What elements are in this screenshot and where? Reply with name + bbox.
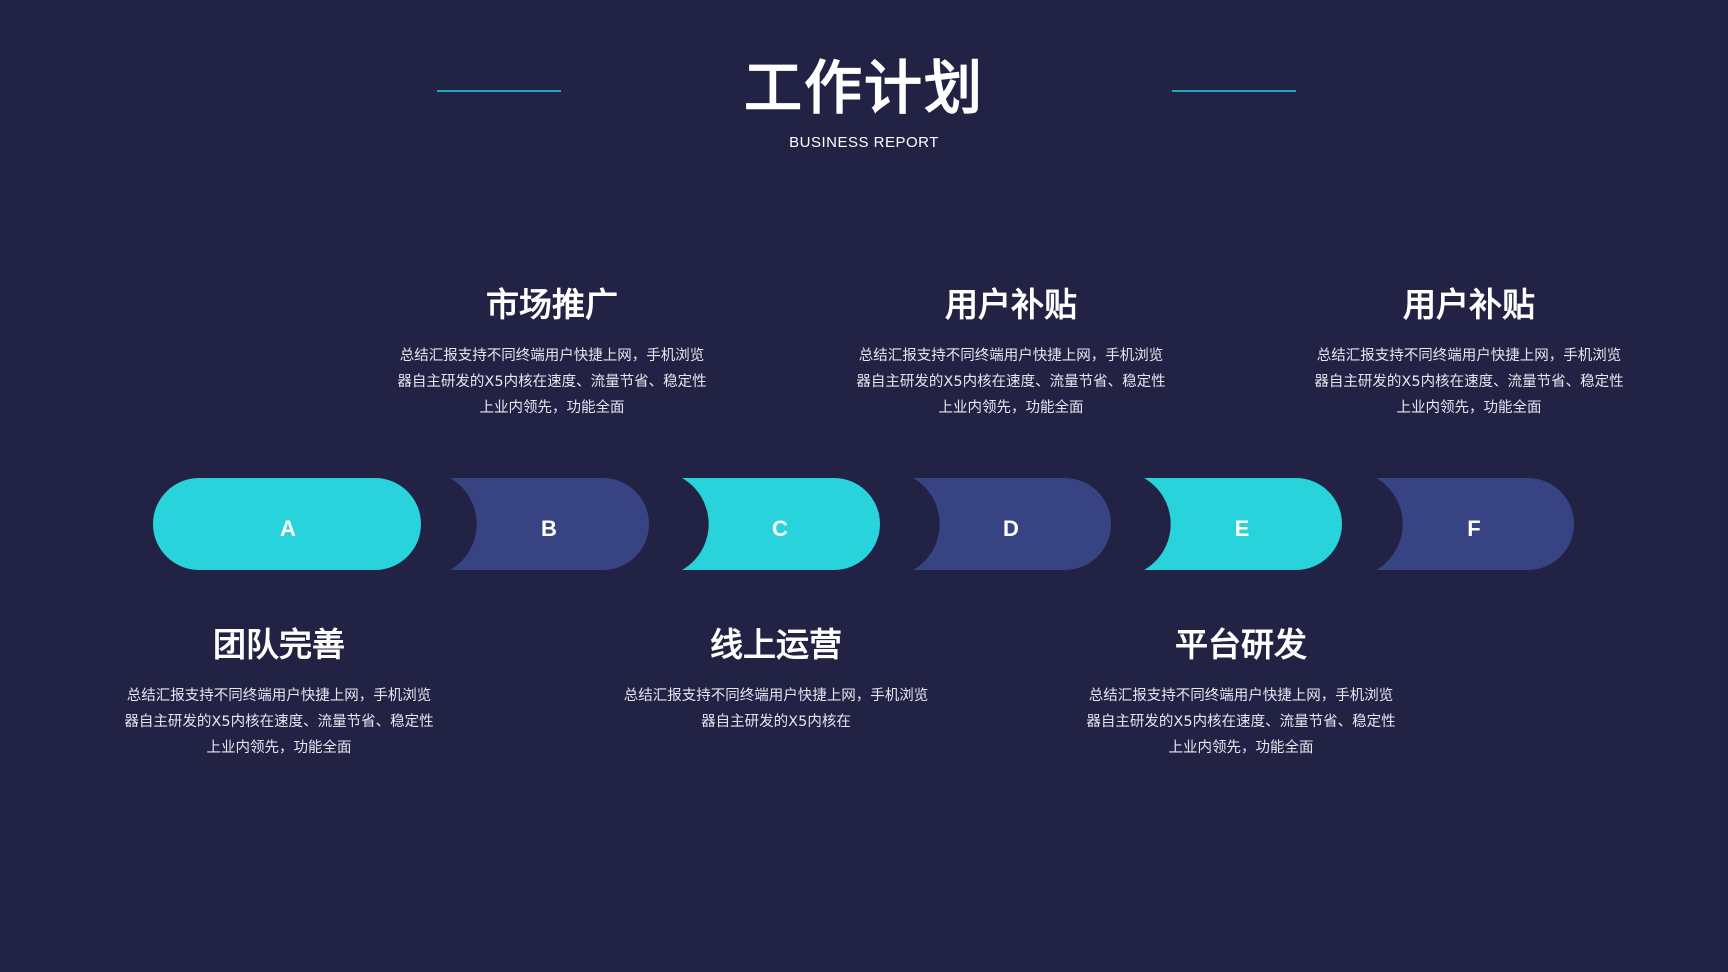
item-description: 总结汇报支持不同终端用户快捷上网，手机浏览器自主研发的X5内核在速度、流量节省、… [124, 688, 434, 756]
item-description: 总结汇报支持不同终端用户快捷上网，手机浏览器自主研发的X5内核在速度、流量节省、… [1086, 688, 1396, 756]
item-title: 用户补贴 [945, 285, 1077, 324]
item-title: 市场推广 [486, 285, 618, 324]
item-description: 总结汇报支持不同终端用户快捷上网，手机浏览器自主研发的X5内核在 [623, 688, 929, 730]
item-title: 线上运营 [710, 625, 842, 664]
header-line-left [437, 90, 561, 92]
segment-a-shape [153, 478, 421, 570]
item-top-1: 市场推广 总结汇报支持不同终端用户快捷上网，手机浏览器自主研发的X5内核在速度、… [382, 283, 722, 421]
header-line-right [1172, 90, 1296, 92]
segment-f-shape [1376, 478, 1574, 570]
item-top-3: 用户补贴 总结汇报支持不同终端用户快捷上网，手机浏览器自主研发的X5内核在速度、… [1299, 283, 1639, 421]
page-title: 工作计划 [743, 54, 984, 122]
segment-c-label: C [772, 516, 788, 541]
segment-b-label: B [541, 516, 557, 541]
item-title: 平台研发 [1175, 625, 1307, 664]
segment-b-shape [450, 478, 649, 570]
page-subtitle: BUSINESS REPORT [789, 134, 939, 151]
item-description: 总结汇报支持不同终端用户快捷上网，手机浏览器自主研发的X5内核在速度、流量节省、… [1314, 348, 1624, 416]
item-title: 团队完善 [213, 625, 345, 664]
item-bottom-3: 平台研发 总结汇报支持不同终端用户快捷上网，手机浏览器自主研发的X5内核在速度、… [1071, 623, 1411, 761]
segment-e-shape [1144, 478, 1342, 570]
item-bottom-1: 团队完善 总结汇报支持不同终端用户快捷上网，手机浏览器自主研发的X5内核在速度、… [109, 623, 449, 761]
item-top-2: 用户补贴 总结汇报支持不同终端用户快捷上网，手机浏览器自主研发的X5内核在速度、… [841, 283, 1181, 421]
segment-e-label: E [1235, 516, 1250, 541]
segment-d-shape [913, 478, 1111, 570]
item-description: 总结汇报支持不同终端用户快捷上网，手机浏览器自主研发的X5内核在速度、流量节省、… [856, 348, 1166, 416]
segment-c-shape [682, 478, 880, 570]
item-description: 总结汇报支持不同终端用户快捷上网，手机浏览器自主研发的X5内核在速度、流量节省、… [397, 348, 707, 416]
segment-d-label: D [1003, 516, 1019, 541]
item-bottom-2: 线上运营 总结汇报支持不同终端用户快捷上网，手机浏览器自主研发的X5内核在 [606, 623, 946, 735]
segment-f-label: F [1467, 516, 1480, 541]
segment-a-label: A [280, 516, 296, 541]
item-title: 用户补贴 [1403, 285, 1535, 324]
